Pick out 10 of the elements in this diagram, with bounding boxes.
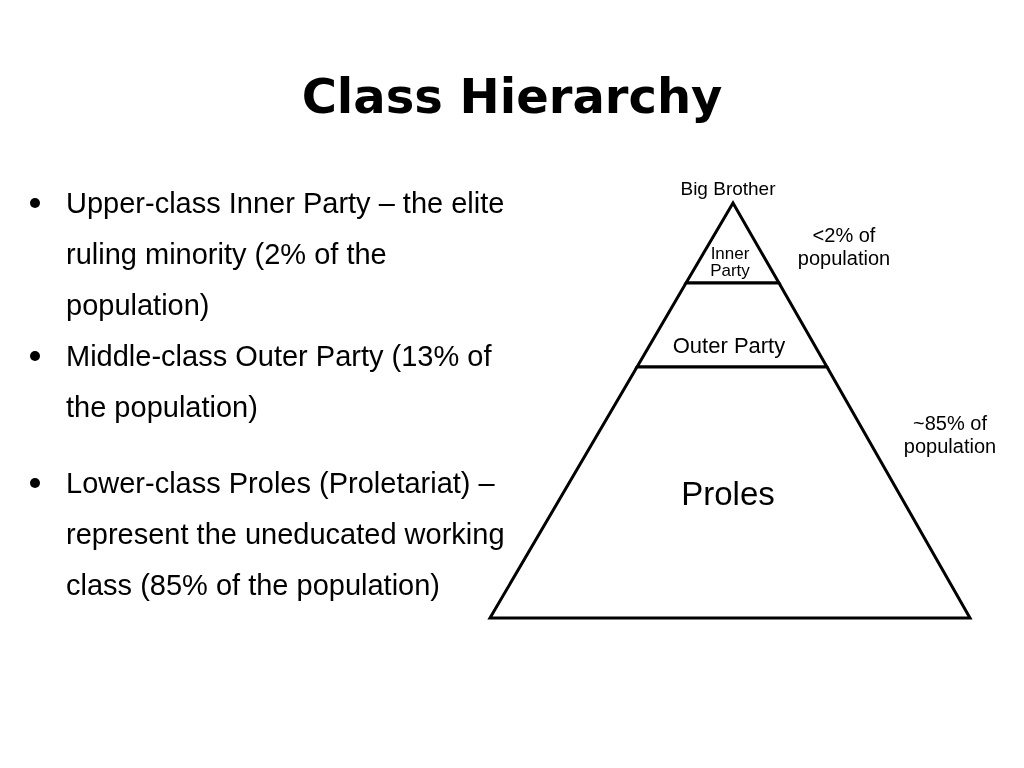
side-note: <2% of population: [796, 224, 892, 270]
tier-label: Proles: [680, 475, 776, 513]
bullet-text: Middle-class Outer Party (13% of the population): [66, 339, 493, 425]
apex-label: Big Brother: [679, 178, 777, 200]
bullet-text: Upper-class Inner Party – the elite ruling minority (2% of the population): [66, 186, 506, 323]
bullet-text: Lower-class Proles (Proletariat) – represent the uneducated working class (85% of the population): [66, 466, 506, 603]
slide-title: Class Hierarchy: [300, 68, 724, 124]
side-note: ~85% of population: [902, 412, 998, 458]
tier-label: Outer Party: [671, 333, 787, 359]
tier-label: Inner Party: [709, 245, 751, 279]
